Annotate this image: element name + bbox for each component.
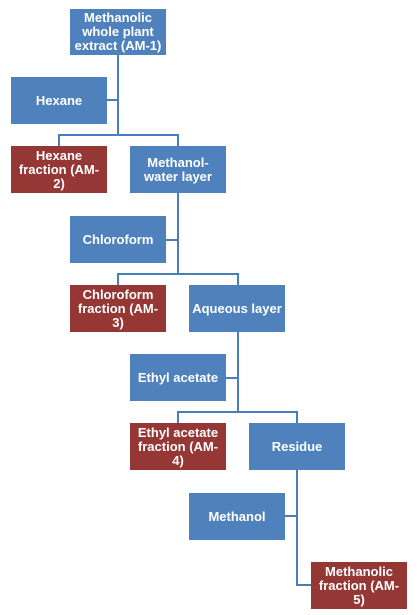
methanol-box: Methanol <box>189 493 285 540</box>
chloroform-label: Chloroform <box>82 231 154 247</box>
chloroform-box: Chloroform <box>70 216 166 263</box>
methanolic-fraction-label: Methanolic fraction (AM-5) <box>318 563 400 607</box>
extract-box: Methanolic whole plant extract (AM-1) <box>70 9 166 55</box>
hexane-label: Hexane <box>35 92 83 108</box>
ethyl-acetate-fraction-box: Ethyl acetate fraction (AM-4) <box>130 423 226 470</box>
extract-label: Methanolic whole plant extract (AM-1) <box>74 10 162 53</box>
methanol-water-layer-label: Methanol-water layer <box>144 154 212 184</box>
hexane-fraction-box: Hexane fraction (AM-2) <box>11 146 107 193</box>
ethyl-acetate-box: Ethyl acetate <box>130 354 226 401</box>
ethyl-acetate-label: Ethyl acetate <box>137 369 219 385</box>
residue-box: Residue <box>249 423 345 470</box>
chloroform-fraction-label: Chloroform fraction (AM-3) <box>77 286 159 330</box>
methanol-water-layer-box: Methanol-water layer <box>130 146 226 193</box>
aqueous-layer-box: Aqueous layer <box>189 285 285 332</box>
residue-label: Residue <box>271 438 323 454</box>
ethyl-acetate-fraction-label: Ethyl acetate fraction (AM-4) <box>137 424 219 468</box>
methanolic-fraction-box: Methanolic fraction (AM-5) <box>311 562 407 609</box>
hexane-box: Hexane <box>11 77 107 124</box>
methanol-label: Methanol <box>208 508 266 524</box>
chloroform-fraction-box: Chloroform fraction (AM-3) <box>70 285 166 332</box>
aqueous-layer-label: Aqueous layer <box>192 300 282 316</box>
hexane-fraction-label: Hexane fraction (AM-2) <box>18 147 100 191</box>
